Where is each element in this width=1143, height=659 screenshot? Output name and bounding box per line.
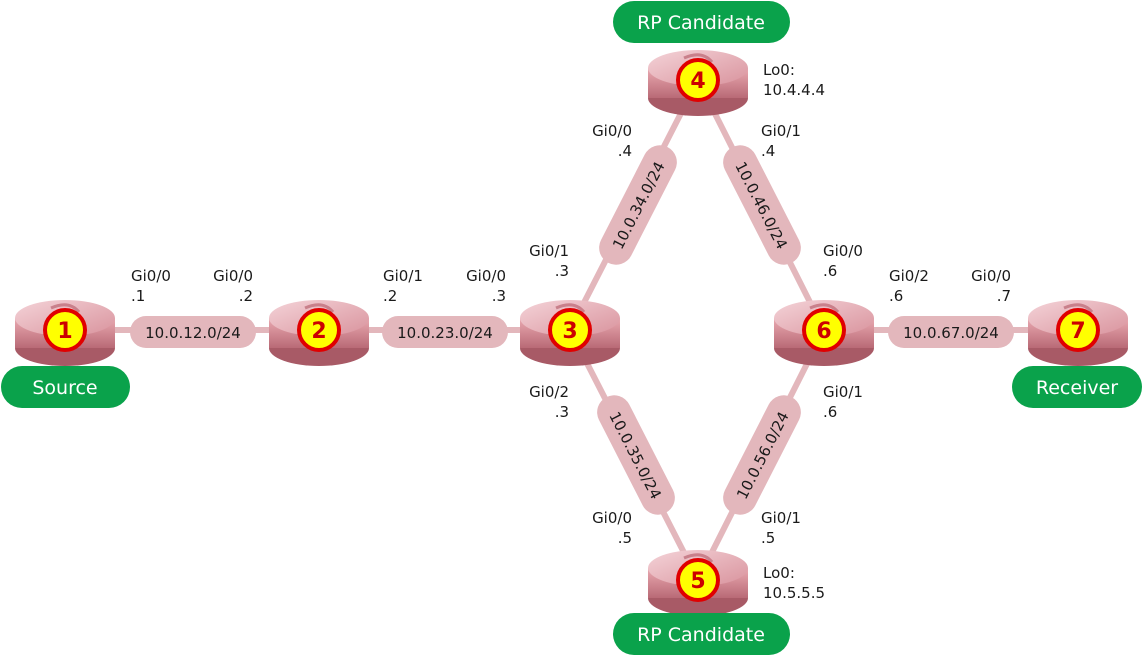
iface-addr: 10.5.5.5	[763, 584, 825, 602]
iface-name: Gi0/0	[823, 242, 863, 260]
link-56: 10.0.56.0/24	[723, 395, 801, 515]
link-label: 10.0.67.0/24	[903, 324, 999, 342]
iface-r6-gi01: Gi0/1 .6	[823, 383, 863, 421]
iface-name: Gi0/1	[529, 242, 569, 260]
link-12: 10.0.12.0/24	[130, 316, 256, 348]
iface-name: Gi0/0	[213, 267, 253, 285]
iface-r5-lo0: Lo0: 10.5.5.5	[763, 564, 825, 602]
iface-name: Gi0/1	[761, 122, 801, 140]
iface-addr: .3	[492, 287, 506, 305]
link-pill	[382, 316, 508, 348]
iface-r5-gi00: Gi0/0 .5	[592, 509, 632, 547]
router-1[interactable]: 1	[13, 298, 117, 368]
source-label: Source	[32, 377, 97, 399]
router-7[interactable]: 7	[1026, 298, 1130, 368]
iface-addr: .2	[239, 287, 253, 305]
link-pill	[130, 316, 256, 348]
link-67: 10.0.67.0/24	[888, 316, 1014, 348]
router-number-badge	[676, 558, 720, 602]
iface-addr: .2	[383, 287, 397, 305]
iface-r2-gi01: Gi0/1 .2	[383, 267, 423, 305]
router-number-badge	[43, 308, 87, 352]
link-label: 10.0.12.0/24	[145, 324, 241, 342]
iface-addr: .5	[618, 529, 632, 547]
iface-r3-gi01: Gi0/1 .3	[529, 242, 569, 280]
iface-r1-gi00: Gi0/0 .1	[131, 267, 171, 305]
iface-addr: .6	[889, 287, 903, 305]
receiver-label: Receiver	[1036, 377, 1118, 399]
iface-addr: .3	[555, 403, 569, 421]
receiver-badge: Receiver	[1012, 366, 1142, 408]
source-badge: Source	[1, 366, 130, 408]
iface-addr: .6	[823, 262, 837, 280]
link-35: 10.0.35.0/24	[597, 395, 675, 515]
iface-addr: .5	[761, 529, 775, 547]
link-pill	[888, 316, 1014, 348]
router-number-badge	[802, 308, 846, 352]
iface-name: Gi0/1	[823, 383, 863, 401]
router-number: 2	[311, 319, 326, 344]
router-2[interactable]: 2	[267, 298, 371, 368]
router-number: 5	[690, 569, 705, 594]
link-pill	[723, 145, 801, 265]
iface-r6-gi00: Gi0/0 .6	[823, 242, 863, 280]
link-34: 10.0.34.0/24	[599, 145, 677, 265]
iface-name: Gi0/0	[131, 267, 171, 285]
iface-name: Gi0/0	[592, 122, 632, 140]
iface-name: Gi0/1	[761, 509, 801, 527]
iface-r5-gi01: Gi0/1 .5	[761, 509, 801, 547]
router-number-badge	[297, 308, 341, 352]
iface-name: Gi0/2	[529, 383, 569, 401]
link-label: 10.0.23.0/24	[397, 324, 493, 342]
link-pill	[723, 395, 801, 515]
router-number: 4	[690, 69, 705, 94]
router-4[interactable]: 4	[646, 48, 750, 118]
iface-name: Gi0/1	[383, 267, 423, 285]
iface-addr: .4	[618, 142, 632, 160]
iface-r7-gi00: Gi0/0 .7	[971, 267, 1011, 305]
iface-name: Gi0/0	[466, 267, 506, 285]
iface-addr: .6	[823, 403, 837, 421]
iface-addr: .3	[555, 262, 569, 280]
iface-r6-gi02: Gi0/2 .6	[889, 267, 929, 305]
iface-name: Lo0:	[763, 61, 795, 79]
router-number-badge	[548, 308, 592, 352]
rp-candidate-badge-bottom: RP Candidate	[613, 613, 790, 655]
rp-candidate-label: RP Candidate	[637, 624, 765, 646]
iface-addr: .1	[131, 287, 145, 305]
iface-addr: .4	[761, 142, 775, 160]
iface-addr: .7	[997, 287, 1011, 305]
iface-name: Gi0/2	[889, 267, 929, 285]
iface-r4-gi00: Gi0/0 .4	[592, 122, 632, 160]
iface-addr: 10.4.4.4	[763, 81, 825, 99]
router-number: 1	[57, 319, 72, 344]
router-number: 6	[816, 319, 831, 344]
link-pill	[599, 145, 677, 265]
rp-candidate-label: RP Candidate	[637, 12, 765, 34]
iface-r4-lo0: Lo0: 10.4.4.4	[763, 61, 825, 99]
link-23: 10.0.23.0/24	[382, 316, 508, 348]
iface-r2-gi00: Gi0/0 .2	[213, 267, 253, 305]
iface-name: Gi0/0	[971, 267, 1011, 285]
router-number: 7	[1070, 319, 1085, 344]
router-3[interactable]: 3	[518, 298, 622, 368]
link-pill	[597, 395, 675, 515]
router-number: 3	[562, 319, 577, 344]
iface-r4-gi01: Gi0/1 .4	[761, 122, 801, 160]
iface-r3-gi02: Gi0/2 .3	[529, 383, 569, 421]
iface-r3-gi00: Gi0/0 .3	[466, 267, 506, 305]
router-6[interactable]: 6	[772, 298, 876, 368]
iface-name: Lo0:	[763, 564, 795, 582]
router-5[interactable]: 5	[646, 548, 750, 618]
router-number-badge	[1056, 308, 1100, 352]
router-number-badge	[676, 58, 720, 102]
iface-name: Gi0/0	[592, 509, 632, 527]
rp-candidate-badge-top: RP Candidate	[613, 1, 790, 43]
